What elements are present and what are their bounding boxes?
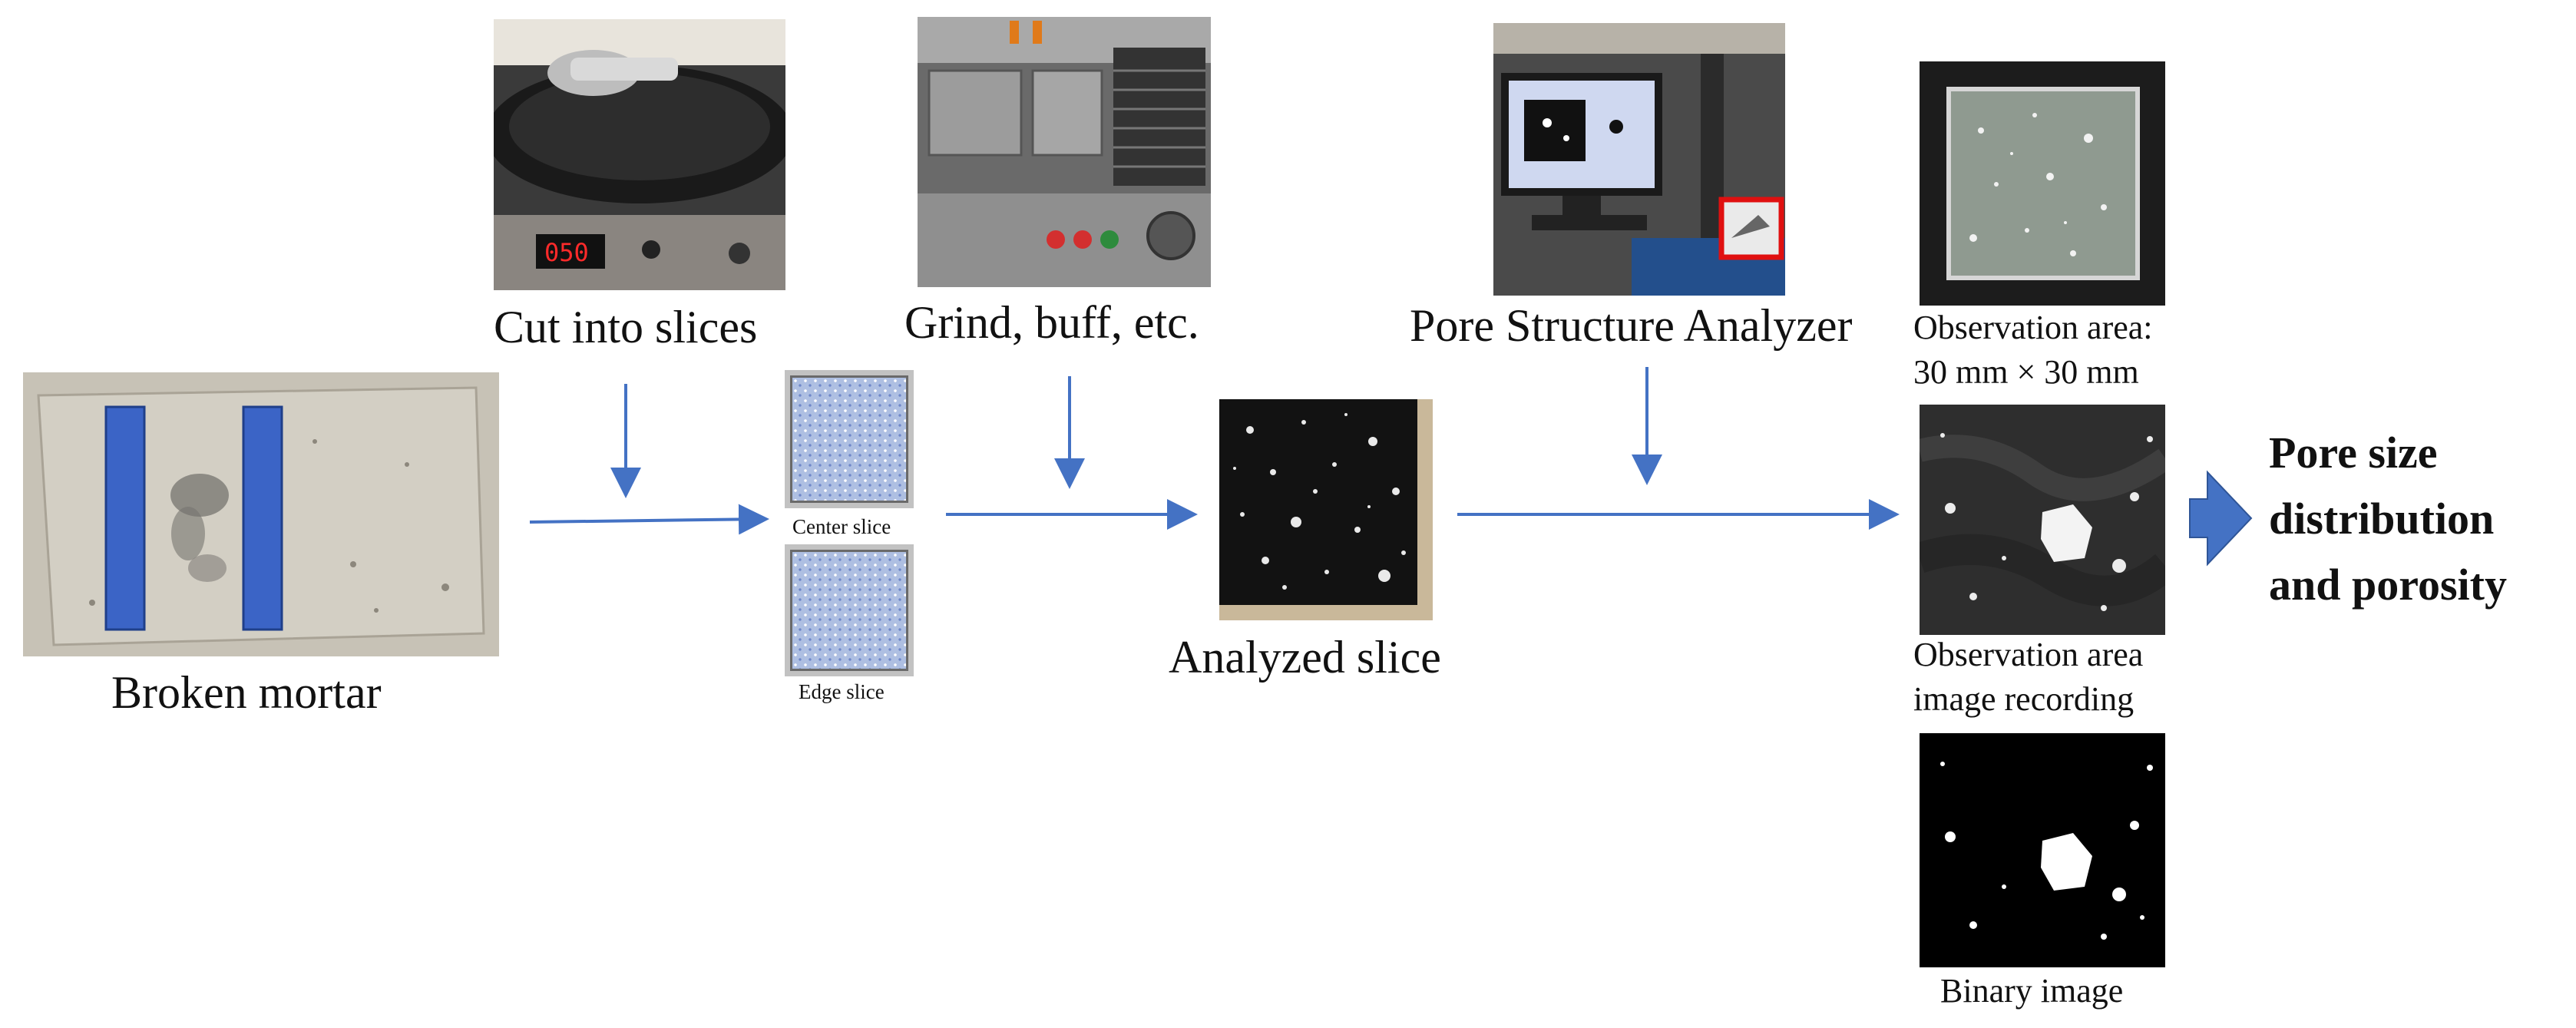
observation-recording-image: [1920, 405, 2165, 635]
pore-analyzer-photo: [1493, 23, 1785, 296]
edge-slice-image: [785, 544, 914, 676]
arrow-mortar-to-slices: [529, 504, 769, 535]
result-line-2: distribution: [2269, 494, 2495, 544]
observation-area-label-line2: 30 mm × 30 mm: [1913, 353, 2139, 391]
binary-image: [1920, 733, 2165, 967]
analyzed-slice-label: Analyzed slice: [1169, 632, 1441, 683]
edge-slice-label: Edge slice: [799, 680, 885, 703]
observation-recording-label-line1: Observation area: [1913, 636, 2144, 673]
observation-area-image: [1920, 61, 2165, 306]
broken-mortar-label: Broken mortar: [111, 667, 382, 718]
cut-marker-right: [242, 405, 283, 631]
cut-marker-left: [104, 405, 146, 631]
observation-area-label-line1: Observation area:: [1913, 309, 2153, 346]
cutting-machine-photo: 050: [494, 19, 785, 290]
pore-analyzer-label: Pore Structure Analyzer: [1410, 300, 1853, 351]
result-line-1: Pore size: [2269, 428, 2438, 478]
result-text: Pore size distribution and porosity: [2269, 420, 2507, 618]
center-slice-image: [785, 370, 914, 508]
observation-recording-label-line2: image recording: [1913, 680, 2135, 718]
block-arrow-right-icon: [2189, 470, 2253, 567]
result-line-3: and porosity: [2269, 560, 2507, 610]
center-slice-label: Center slice: [792, 515, 891, 538]
grind-buff-label: Grind, buff, etc.: [904, 297, 1199, 348]
svg-text:050: 050: [544, 238, 589, 267]
observation-area-label: Observation area: 30 mm × 30 mm: [1913, 306, 2153, 395]
cut-into-slices-label: Cut into slices: [494, 302, 758, 352]
broken-mortar-photo: [23, 372, 499, 656]
observation-recording-label: Observation area image recording: [1913, 633, 2143, 722]
binary-image-label: Binary image: [1940, 972, 2124, 1010]
grinding-machine-photo: [918, 17, 1211, 287]
analyzed-slice-image: [1219, 399, 1433, 620]
